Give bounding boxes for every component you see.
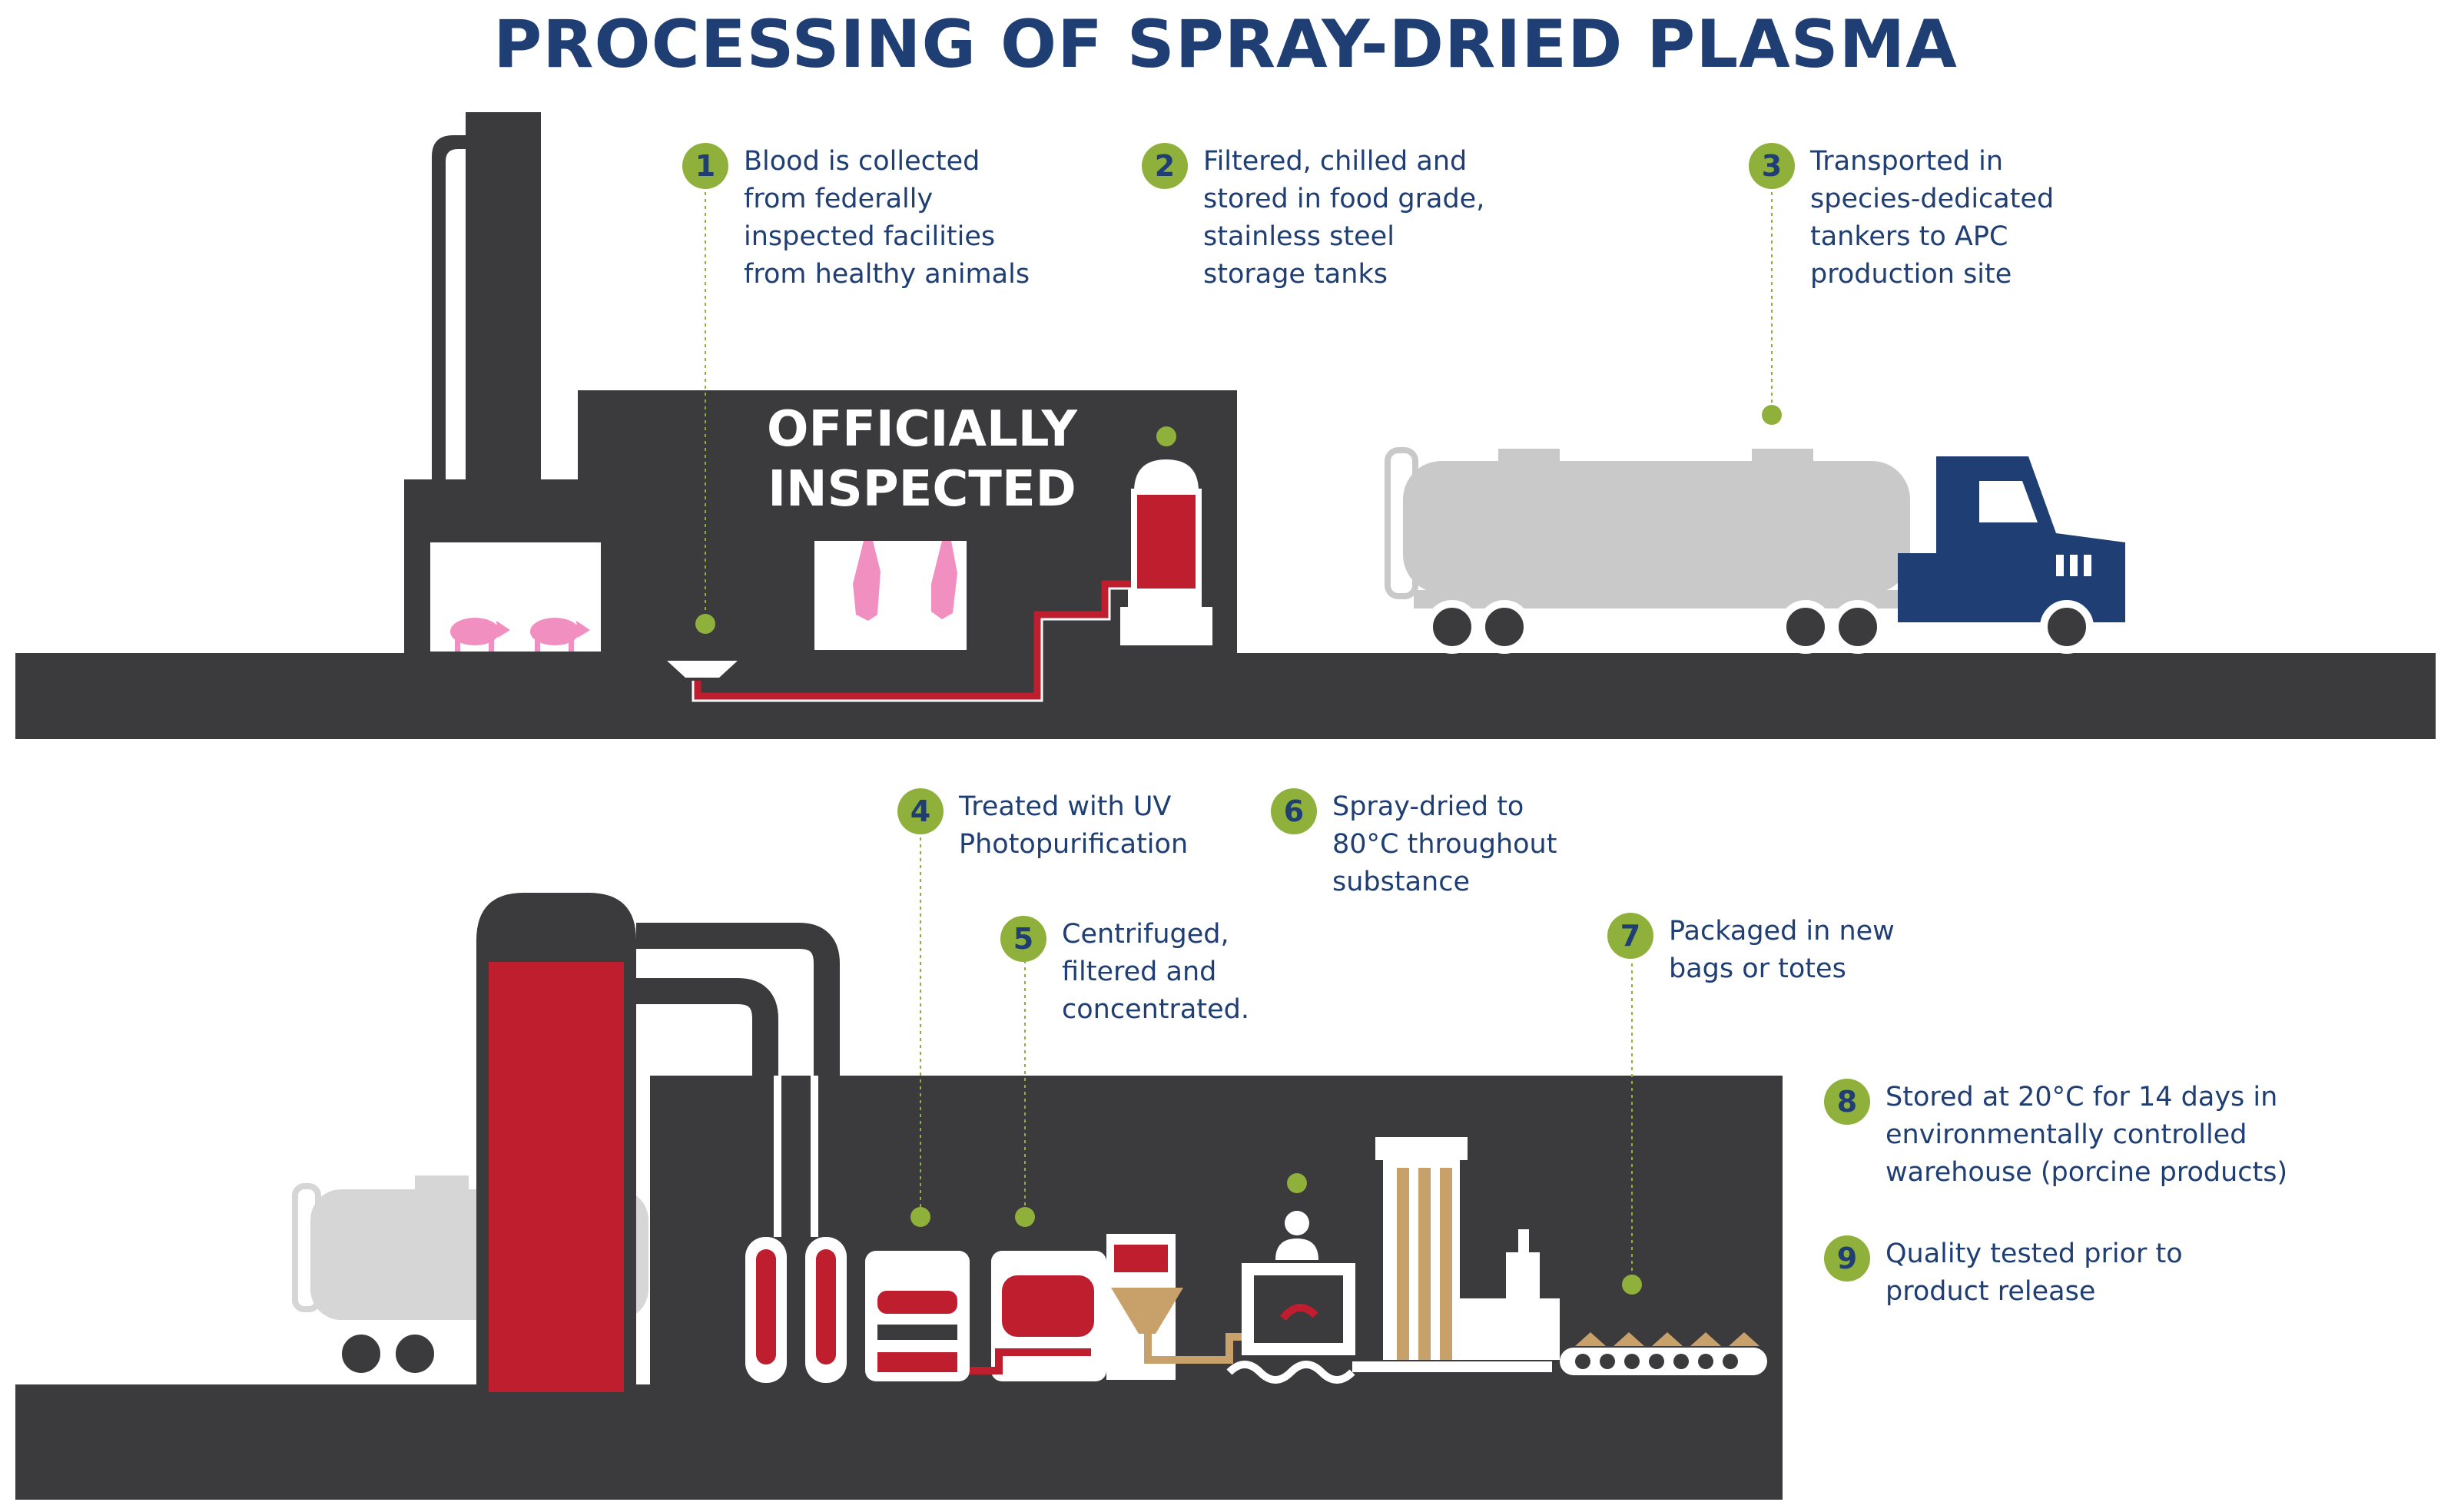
step-number-badge: 6 (1271, 788, 1317, 834)
lab-station (1226, 1211, 1355, 1384)
step-4: 4 Treated with UV Photopurification (897, 788, 1188, 864)
step-6: 6 Spray-dried to 80°C throughout substan… (1271, 788, 1557, 901)
step-number-badge: 1 (682, 143, 728, 189)
leader-lines-top (705, 192, 1773, 622)
step-description: Blood is collected from federally inspec… (744, 146, 1030, 290)
transfer-belt (1352, 1361, 1552, 1372)
step-description: Transported in species-dedicated tankers… (1810, 146, 2055, 290)
tan-line (1144, 1333, 1260, 1364)
step-number-badge: 5 (1000, 916, 1046, 962)
step-8: 8 Stored at 20°C for 14 days in environm… (1824, 1079, 2287, 1192)
storage-tank (1120, 459, 1212, 645)
step-number-badge: 3 (1749, 143, 1795, 189)
step-description: Quality tested prior to product release (1886, 1238, 2183, 1307)
uv-tubes (745, 1237, 847, 1383)
centrifuge-unit (865, 1251, 970, 1381)
pig-icon (530, 618, 590, 652)
bottom-ground (15, 1384, 1783, 1500)
step-description: Spray-dried to 80°C throughout substance (1332, 791, 1557, 897)
step-description: Treated with UV Photopurification (959, 791, 1189, 860)
collection-funnel (667, 661, 738, 678)
step-number-badge: 9 (1824, 1235, 1870, 1282)
leader-dots-top (695, 405, 1782, 634)
page-title: PROCESSING OF SPRAY-DRIED PLASMA (493, 6, 1958, 83)
processing-silo (476, 893, 636, 1398)
building-sign: OFFICIALLY INSPECTED (767, 401, 1077, 518)
packaging-conveyor (1560, 1332, 1767, 1375)
step-number-badge: 8 (1824, 1079, 1870, 1125)
leader-lines-bottom (920, 837, 1633, 1285)
silo-pipes (636, 923, 840, 1245)
top-ground (15, 653, 2436, 739)
concentrate-hopper (1111, 1288, 1183, 1334)
step-3: 3 Transported in species-dedicated tanke… (1749, 143, 2054, 293)
red-line (970, 1348, 1091, 1374)
step-number-badge: 2 (1142, 143, 1188, 189)
leader-dots-bottom (910, 1173, 1642, 1295)
tanker-truck (1385, 447, 2125, 654)
step-5: 5 Centrifuged, filtered and concentrated… (1000, 916, 1249, 1029)
step-number-badge: 4 (897, 788, 944, 834)
silo-pipes-inner (774, 1076, 818, 1237)
step-description: Stored at 20°C for 14 days in environmen… (1886, 1082, 2288, 1188)
step-1: 1 Blood is collected from federally insp… (682, 143, 1030, 293)
smokestack (432, 112, 541, 481)
spray-dryer (1375, 1137, 1560, 1360)
step-number-badge: 7 (1607, 913, 1653, 959)
pig-icon (450, 618, 510, 652)
carcass-icon (853, 541, 881, 621)
step-9: 9 Quality tested prior to product releas… (1824, 1235, 2183, 1311)
step-2: 2 Filtered, chilled and stored in food g… (1142, 143, 1484, 293)
step-description: Centrifuged, filtered and concentrated. (1062, 919, 1249, 1025)
blood-pipe (694, 580, 1153, 700)
step-7: 7 Packaged in new bags or totes (1607, 913, 1895, 988)
carcass-icon (931, 541, 957, 619)
step-description: Filtered, chilled and stored in food gra… (1203, 146, 1485, 290)
step-description: Packaged in new bags or totes (1669, 916, 1895, 984)
